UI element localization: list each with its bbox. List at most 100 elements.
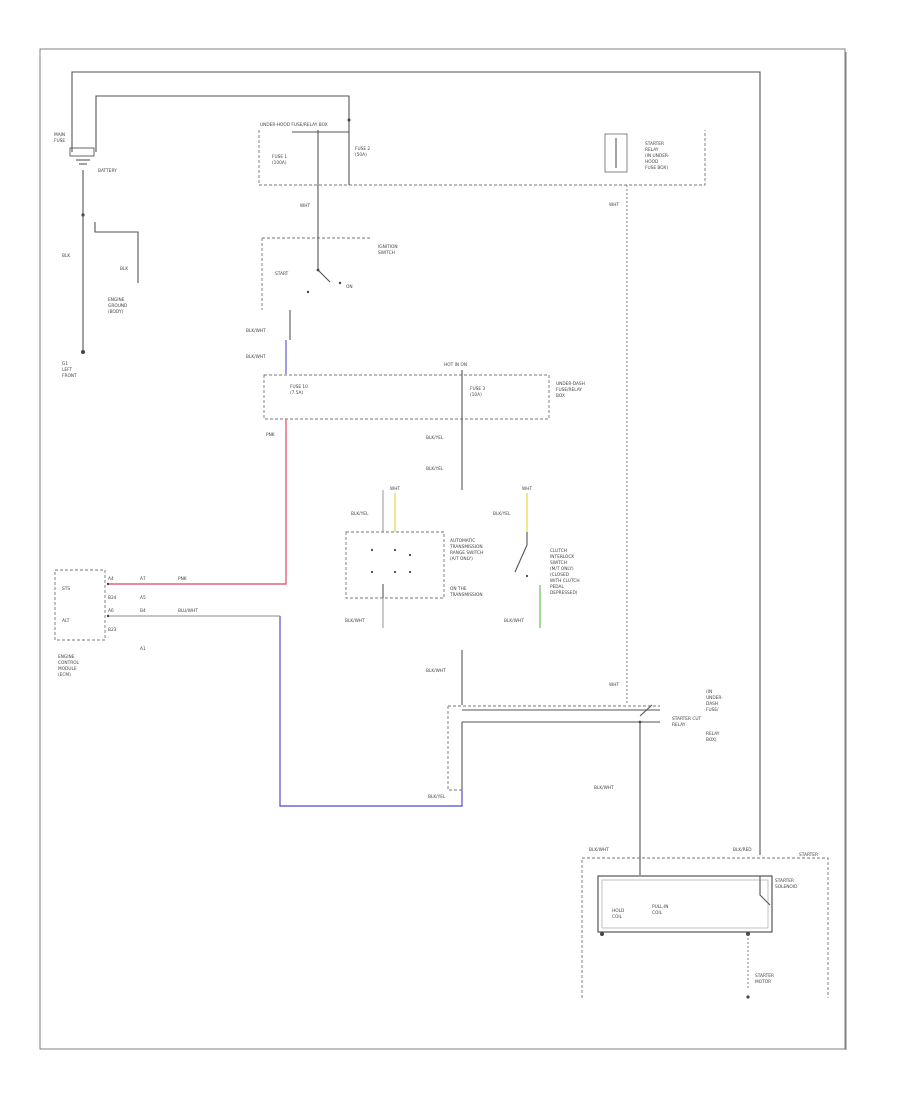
- ecm-name-2: CONTROL: [58, 660, 80, 666]
- red-wire-color: PNK: [266, 432, 275, 438]
- starter-solenoid-name: STARTER: [775, 878, 794, 884]
- dash-fuse-box-name-3: BOX: [556, 393, 565, 399]
- ecm-name-4: (ECM): [58, 672, 71, 678]
- starter-solenoid-name-2: SOLENOID: [775, 884, 798, 890]
- ground-wire-color-2: BLK: [120, 266, 128, 272]
- relay-output-color-2: BLK/WHT: [589, 847, 609, 853]
- trs-name: AUTOMATIC: [450, 538, 475, 544]
- ignition-position-label: START: [275, 271, 289, 277]
- trs-name-2: TRANSMISSION: [449, 544, 483, 550]
- relay-control-color: WHT: [609, 202, 619, 208]
- trs-name-5: ON THE: [450, 586, 467, 592]
- dash-fuse-1-label-2: (7.5A): [290, 390, 303, 396]
- starter-solenoid-contact: [759, 876, 771, 906]
- trs-contact-6: [408, 570, 412, 574]
- fuse-rating-label-2: (50A): [355, 152, 367, 158]
- ground-location-label: ENGINE: [108, 297, 125, 303]
- starter-coil-label: HOLD: [612, 908, 625, 914]
- relay-outline: [447, 705, 660, 791]
- starter-coil-label-3: PULL-IN: [652, 904, 668, 910]
- relay-location-2: UNDER-: [706, 695, 723, 701]
- clutch-input-color-2: BLK/YEL: [493, 511, 511, 517]
- ignition-switch: WHT IGNITION SWITCH START ON BLK/WHT BLK…: [246, 185, 398, 360]
- clutch-name: CLUTCH: [550, 548, 567, 554]
- fuse-box-input-node: [347, 118, 351, 122]
- transmission-range-switch: WHT BLK/YEL AUTOMATIC TRANSMISSION RANGE…: [345, 486, 483, 628]
- ecm-wire-color-1: PNK: [178, 576, 187, 582]
- trs-contact-1: [370, 548, 374, 552]
- ignition-switch-pivot: [316, 268, 320, 272]
- hood-relay-box: [604, 133, 628, 173]
- battery-fuse-label: MAIN: [54, 132, 65, 138]
- battery-label: BATTERY: [98, 168, 117, 174]
- relay-contact-arm: [639, 704, 653, 717]
- relay-location-4: FUSE/: [706, 707, 719, 713]
- clutch-name-4: (M/T ONLY): [550, 566, 574, 572]
- ignition-ig-terminal: [306, 290, 310, 294]
- starter-outer-label: STARTER: [799, 852, 818, 858]
- starter-solenoid-box: [597, 875, 773, 933]
- blue-wire: [279, 616, 463, 807]
- trs-contact-4: [370, 570, 374, 574]
- under-hood-fuse-box: FUSE 1 (100A) FUSE 2 (50A) UNDER-HOOD FU…: [258, 118, 706, 186]
- battery-symbol: [69, 147, 95, 157]
- trs-outline: [345, 531, 445, 599]
- starter-coil-label-4: COIL: [652, 910, 663, 916]
- battery-top-feed-wire: [71, 71, 761, 855]
- ecm-pin-number-2: B24: [108, 595, 117, 601]
- ground-terminal-label-3: FRONT: [62, 373, 77, 379]
- hood-relay-label-2: RELAY: [645, 147, 659, 153]
- ecm-wire-color-2: BLU/WHT: [178, 608, 198, 614]
- trs-input-color-2: BLK/YEL: [351, 511, 369, 517]
- clutch-output-color: BLK/WHT: [504, 618, 524, 624]
- clutch-interlock-switch: WHT BLK/YEL CLUTCH INTERLOCK SWITCH (M/T…: [493, 486, 580, 628]
- ecm-pin-number-4: B23: [108, 627, 117, 633]
- ecm-name: ENGINE: [58, 654, 75, 660]
- hood-relay-label-5: FUSE BOX): [645, 165, 668, 171]
- red-wire: [108, 419, 287, 585]
- ground-terminal-label-2: LEFT: [62, 367, 73, 373]
- ignition-switch-name: IGNITION: [378, 244, 398, 250]
- clutch-name-6: WITH CLUTCH: [550, 578, 580, 584]
- fuse-no-label-2: (100A): [272, 160, 287, 166]
- relay-location-6: BOX): [706, 737, 717, 743]
- ecm-pin-number: A4: [108, 576, 114, 582]
- ecm-pin-label-2: ALT: [62, 618, 70, 624]
- hood-relay-label: STARTER: [645, 141, 664, 147]
- clutch-name-5: (CLOSED: [550, 572, 570, 578]
- ecm-name-3: MODULE: [58, 666, 77, 672]
- starter-motor: STARTER BLK/RED HOLD COIL PULL-IN COIL S…: [581, 847, 829, 999]
- trs-output-color: BLK/WHT: [345, 618, 365, 624]
- starter-solenoid-inner: [601, 879, 769, 929]
- ignition-output-color: BLK/WHT: [246, 328, 266, 334]
- ecm-pin-number-6: A5: [140, 595, 146, 601]
- ecm-pin-node-2: [106, 614, 110, 618]
- ground-terminal-label: G1: [62, 361, 68, 367]
- starter-terminal-left: [600, 932, 604, 936]
- trs-contact-3: [408, 553, 412, 557]
- starter-cut-relay: WHT WHT BLK/WHT STARTER CUT RELAY (IN UN…: [426, 185, 723, 875]
- clutch-name-2: INTERLOCK: [550, 554, 574, 560]
- relay-coil-return-color: BLK/YEL: [428, 794, 446, 800]
- ignition-switch-contact: [317, 236, 331, 283]
- trs-name-3: RANGE SWITCH: [450, 550, 483, 556]
- ground-terminal: [81, 350, 85, 354]
- ecm-pin-number-5: A7: [140, 576, 146, 582]
- relay-control-color-2: WHT: [609, 682, 619, 688]
- starter-top-wire-color: BLK/RED: [733, 847, 752, 853]
- ground-location-label-2: GROUND: [108, 303, 128, 309]
- dash-fuse-box-top-label: HOT IN ON: [444, 362, 467, 368]
- clutch-switch-arm: [514, 532, 528, 573]
- hood-relay-label-4: HOOD: [645, 159, 659, 165]
- ecm-pin-number-3: A6: [108, 608, 114, 614]
- ignition-switch-outline: [261, 237, 370, 310]
- dash-fuse-2-label: FUSE 3: [470, 386, 485, 392]
- dash-fuse-box-name: UNDER-DASH: [556, 381, 585, 387]
- fuse-no-label: FUSE 1: [272, 154, 287, 160]
- relay-location-3: DASH: [706, 701, 718, 707]
- dash-fuse-2-label-2: (10A): [470, 392, 482, 398]
- ecm-pin-number-8: A1: [140, 646, 146, 652]
- starter-motor-name: STARTER: [755, 973, 774, 979]
- dash-fuse-output-color-2: BLK/YEL: [426, 466, 444, 472]
